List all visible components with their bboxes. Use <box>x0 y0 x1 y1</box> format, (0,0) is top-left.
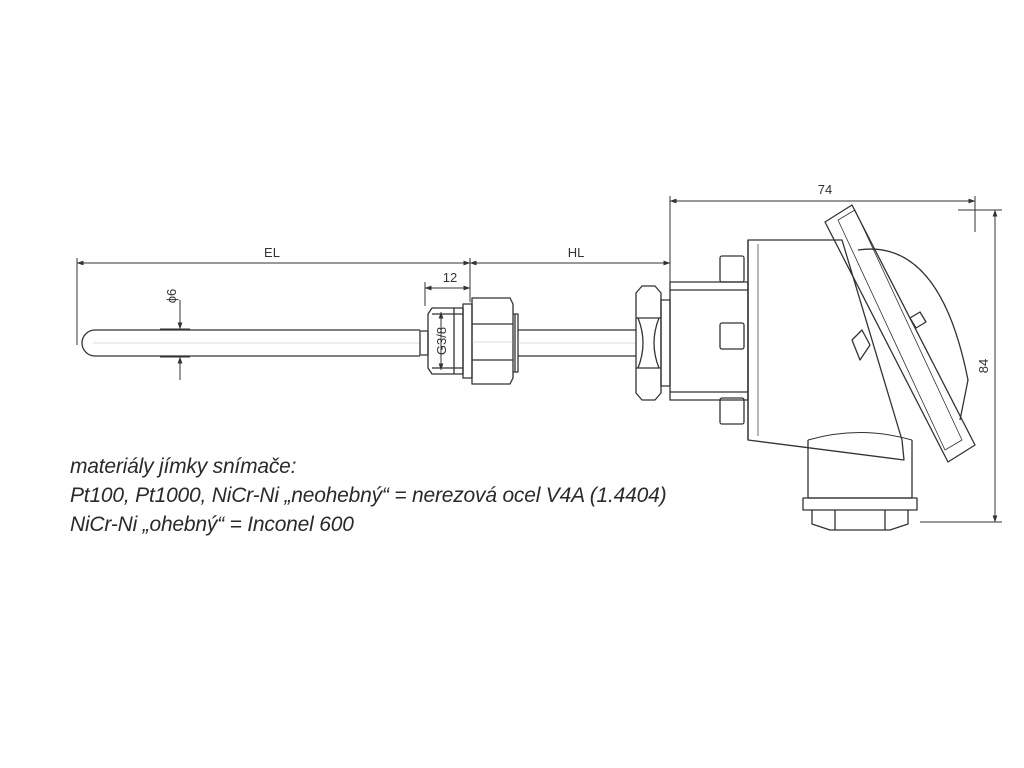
material-notes: materiály jímky snímače: Pt100, Pt1000, … <box>70 452 667 539</box>
dim-height-label: 84 <box>976 359 991 373</box>
threaded-fitting <box>419 297 519 385</box>
connection-head-lid <box>824 204 976 463</box>
dim-el-label: EL <box>264 245 280 260</box>
notes-line-1: Pt100, Pt1000, NiCr-Ni „neohebný“ = nere… <box>70 484 667 507</box>
probe-sheath <box>81 329 420 357</box>
neck-tube <box>518 329 636 357</box>
dimension-lines <box>76 196 1002 523</box>
notes-line-2: NiCr-Ni „ohebný“ = Inconel 600 <box>70 513 354 536</box>
dim-hl-label: HL <box>568 245 585 260</box>
dim-thread-length-label: 12 <box>443 270 457 285</box>
dim-diameter-label: ϕ6 <box>164 289 179 304</box>
connection-head <box>669 239 918 531</box>
hex-nut <box>635 285 671 401</box>
notes-heading: materiály jímky snímače: <box>70 455 297 478</box>
dim-thread-label: G3/8 <box>434 327 449 355</box>
dim-width-label: 74 <box>818 182 832 197</box>
